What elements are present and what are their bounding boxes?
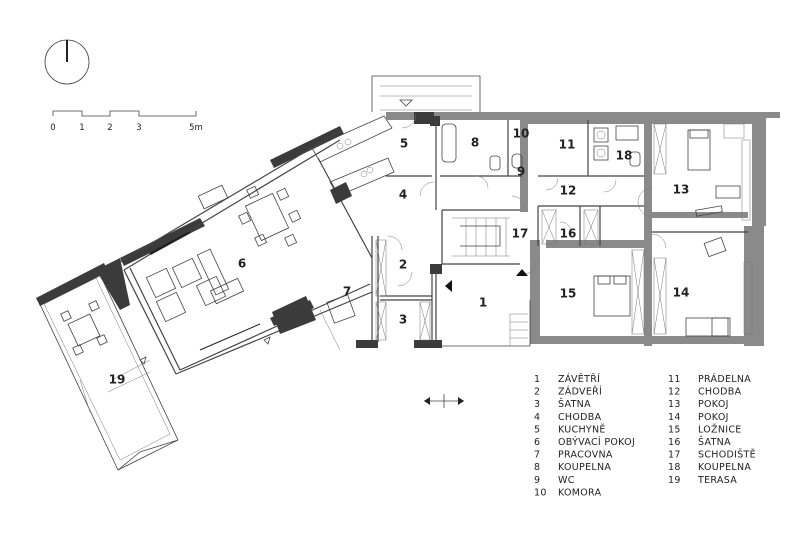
legend-name-18: KOUPELNA [698, 462, 751, 473]
room-label-1: 1 [479, 296, 487, 310]
legend-name-19: TERASA [697, 475, 737, 486]
north-arrow-icon [44, 39, 90, 85]
legend-name-1: ZÁVĚTŘÍ [558, 373, 600, 385]
legend-name-10: KOMORA [558, 487, 602, 498]
room-label-12: 12 [560, 184, 577, 198]
legend-name-13: POKOJ [698, 399, 729, 410]
room-label-14: 14 [673, 286, 690, 300]
room-label-10: 10 [513, 127, 530, 141]
legend-num-14: 14 [668, 412, 681, 423]
room-labels: 1 2 3 4 5 6 7 8 9 10 11 12 13 14 15 16 1… [109, 127, 690, 387]
legend-name-6: OBÝVACÍ POKOJ [558, 436, 635, 448]
legend-num-19: 19 [668, 475, 681, 486]
room-label-4: 4 [399, 188, 407, 202]
legend-num-10: 10 [534, 487, 547, 498]
east-wing [356, 75, 780, 408]
legend-num-1: 1 [534, 374, 540, 385]
scale-tick-3: 3 [136, 123, 141, 133]
room-label-19: 19 [109, 373, 126, 387]
legend-num-2: 2 [534, 387, 540, 398]
room-label-7: 7 [343, 285, 351, 299]
room-label-2: 2 [399, 258, 407, 272]
scale-tick-0: 0 [50, 123, 55, 133]
direction-arrow-icon [424, 394, 464, 408]
legend-name-9: WC [558, 475, 575, 486]
legend-name-12: CHODBA [698, 387, 742, 398]
room-label-8: 8 [471, 136, 479, 150]
scale-tick-2: 2 [107, 123, 112, 133]
legend-num-15: 15 [668, 424, 681, 435]
room-label-6: 6 [238, 257, 246, 271]
legend-num-13: 13 [668, 399, 681, 410]
legend-num-4: 4 [534, 412, 540, 423]
legend-num-12: 12 [668, 387, 681, 398]
room-label-13: 13 [673, 183, 690, 197]
legend-name-16: ŠATNA [698, 436, 731, 448]
room-label-9: 9 [517, 165, 525, 179]
legend-num-9: 9 [534, 475, 540, 486]
legend-num-17: 17 [668, 450, 681, 461]
room-label-15: 15 [560, 287, 577, 301]
legend-num-6: 6 [534, 437, 540, 448]
legend-num-8: 8 [534, 462, 540, 473]
legend-name-15: LOŽNICE [698, 423, 742, 435]
room-label-17: 17 [512, 227, 529, 241]
legend-num-5: 5 [534, 424, 540, 435]
legend-name-8: KOUPELNA [558, 462, 611, 473]
legend-name-4: CHODBA [558, 412, 602, 423]
scale-tick-1: 1 [79, 123, 84, 133]
room-label-18: 18 [616, 149, 633, 163]
legend-name-14: POKOJ [698, 412, 729, 423]
legend-name-5: KUCHYNĚ [558, 423, 606, 435]
legend-num-11: 11 [668, 374, 681, 385]
legend-num-16: 16 [668, 437, 681, 448]
room-label-3: 3 [399, 313, 407, 327]
room-label-16: 16 [560, 227, 577, 241]
legend-num-3: 3 [534, 399, 540, 410]
legend-name-11: PRÁDELNA [698, 373, 751, 385]
legend-num-18: 18 [668, 462, 681, 473]
scale-tick-5m: 5m [189, 123, 203, 133]
scale-bar: 0 1 2 3 5m [50, 110, 203, 133]
legend-name-7: PRACOVNA [558, 450, 613, 461]
legend-name-2: ZÁDVEŘÍ [558, 386, 602, 398]
legend-name-17: SCHODIŠTĚ [698, 449, 756, 461]
room-label-11: 11 [559, 138, 576, 152]
legend: 1 ZÁVĚTŘÍ 2 ZÁDVEŘÍ 3 ŠATNA 4 CHODBA 5 K… [534, 373, 756, 498]
stairs [452, 217, 528, 346]
legend-num-7: 7 [534, 450, 540, 461]
west-wing [36, 115, 395, 471]
legend-name-3: ŠATNA [558, 398, 591, 410]
room-label-5: 5 [400, 137, 408, 151]
